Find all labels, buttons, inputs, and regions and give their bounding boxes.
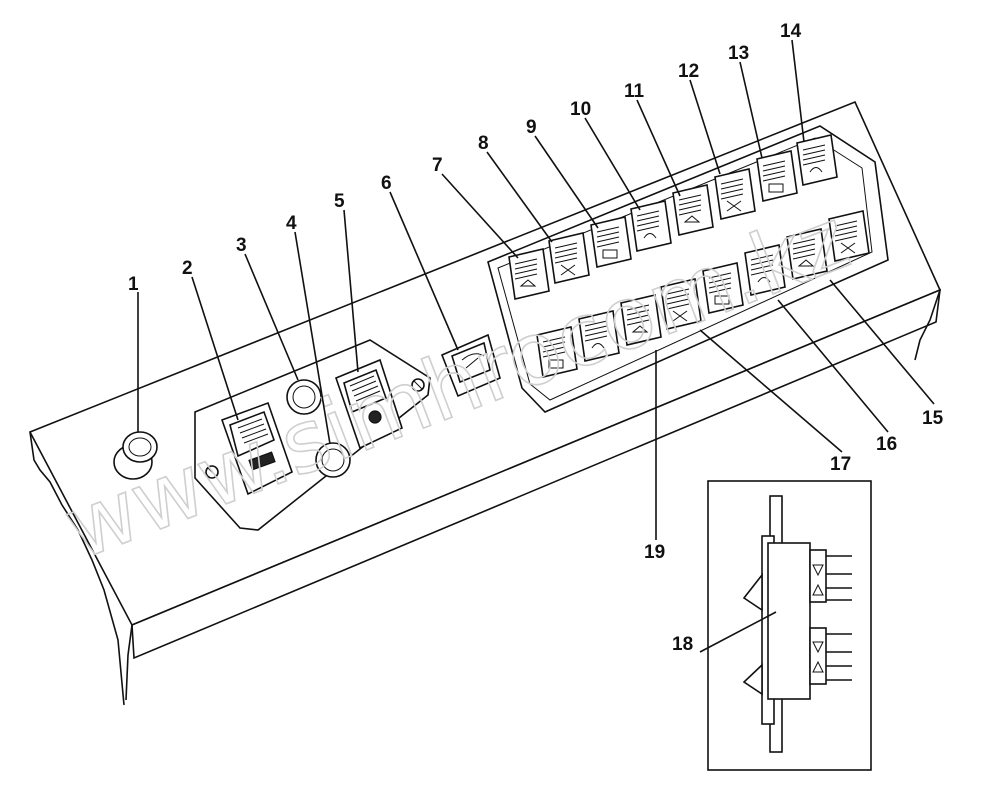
- callout-17: 17: [830, 454, 851, 475]
- callout-15: 15: [922, 408, 944, 429]
- rocker-key: [796, 134, 838, 186]
- callout-3: 3: [236, 235, 247, 256]
- indicator-lamp-3: [286, 379, 322, 415]
- callout-7: 7: [432, 155, 443, 176]
- rocker-key: [714, 168, 756, 220]
- callout-13: 13: [728, 43, 749, 64]
- callouts: 1 2 3 4 5 6 7 8 9 10 11 12 13 14 15 16 1…: [128, 21, 944, 655]
- leader-lines: [137, 39, 935, 653]
- rocker-key: [620, 294, 662, 346]
- rocker-switch-2: [220, 401, 293, 496]
- rocker-key: [508, 248, 550, 300]
- push-button-1: [113, 431, 158, 480]
- callout-19: 19: [644, 542, 665, 563]
- rocker-key: [548, 232, 590, 284]
- callout-16: 16: [876, 434, 897, 455]
- inset-detail: [707, 480, 872, 771]
- rocker-key: [702, 262, 744, 314]
- rocker-switch-5: [334, 358, 403, 450]
- rocker-key: [590, 216, 632, 268]
- callout-6: 6: [381, 173, 392, 194]
- callout-10: 10: [570, 99, 591, 120]
- rotary-knob-4: [315, 442, 351, 478]
- rocker-key: [660, 278, 702, 330]
- callout-12: 12: [678, 61, 699, 82]
- callout-5: 5: [334, 191, 345, 212]
- rotary-switch-6: [440, 333, 501, 398]
- callout-8: 8: [478, 133, 489, 154]
- rocker-key: [744, 244, 786, 296]
- callout-1: 1: [128, 274, 139, 295]
- rocker-key: [672, 184, 714, 236]
- callout-4: 4: [286, 213, 297, 234]
- rocker-key: [578, 310, 620, 362]
- callout-14: 14: [780, 21, 802, 42]
- rocker-key: [536, 326, 578, 378]
- rocker-key: [756, 150, 798, 202]
- rocker-key: [630, 200, 672, 252]
- callout-2: 2: [182, 258, 193, 279]
- callout-9: 9: [526, 117, 537, 138]
- rocker-key: [828, 210, 870, 262]
- rocker-key: [786, 228, 828, 280]
- callout-18: 18: [672, 634, 693, 655]
- callout-11: 11: [624, 81, 645, 102]
- switch-keys: [508, 134, 870, 378]
